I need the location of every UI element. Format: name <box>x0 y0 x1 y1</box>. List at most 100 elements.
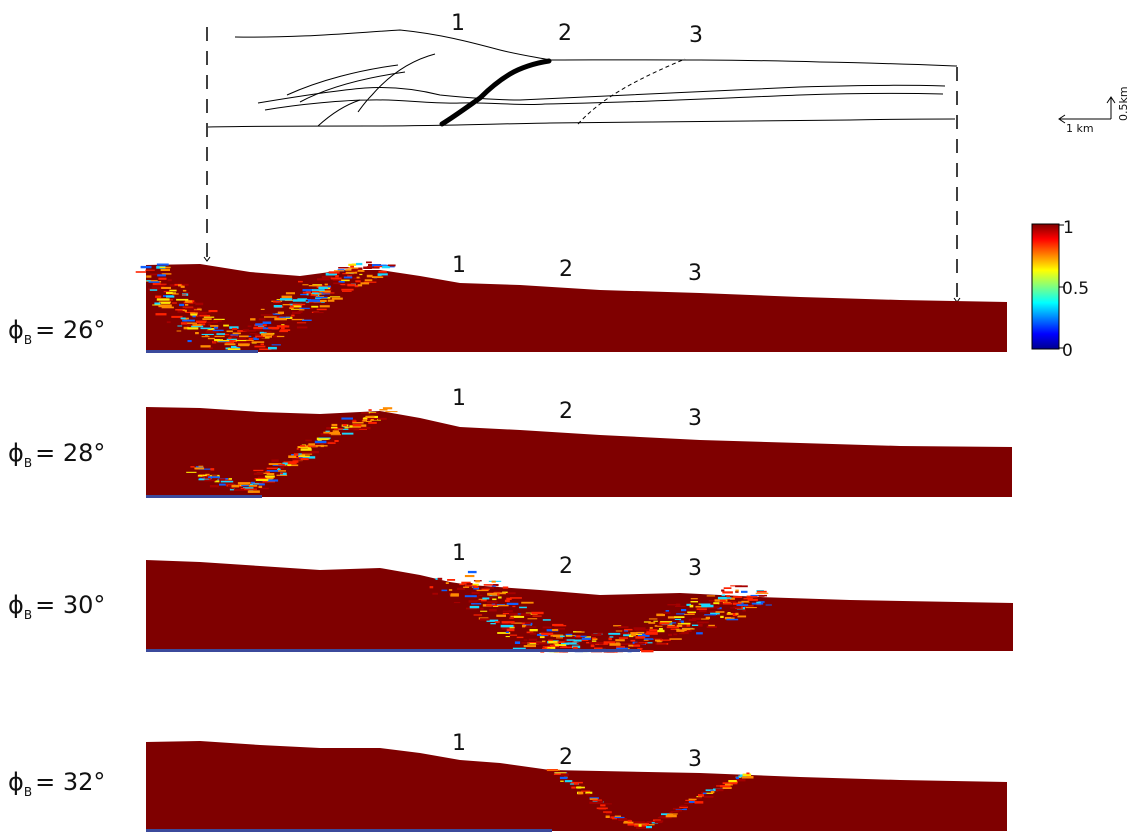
failure-streak <box>378 270 387 273</box>
failure-streak <box>517 613 523 615</box>
failure-streak <box>198 311 211 314</box>
failure-streak <box>644 822 650 825</box>
failure-streak <box>359 273 363 276</box>
failure-streak <box>318 289 325 293</box>
failure-streak <box>586 793 591 796</box>
failure-streak <box>737 615 747 618</box>
failure-streak <box>311 305 319 308</box>
caption-phi-subscript: B <box>24 333 32 347</box>
scale-bar-vertical-label: 0.5km <box>1117 86 1130 121</box>
failure-streak <box>429 586 434 589</box>
failure-streak <box>276 474 288 476</box>
failure-streak <box>283 461 297 463</box>
failure-streak <box>277 468 281 470</box>
failure-streak <box>165 267 170 269</box>
failure-streak <box>316 308 327 311</box>
panel-marker-2: 2 <box>559 745 573 770</box>
failure-streak <box>302 292 310 294</box>
failure-streak <box>332 430 339 432</box>
failure-streak <box>218 478 226 481</box>
failure-streak <box>268 463 282 465</box>
failure-streak <box>633 627 646 630</box>
failure-streak <box>681 625 688 628</box>
failure-streak <box>600 804 606 807</box>
failure-streak <box>356 262 363 266</box>
failure-streak <box>327 442 336 444</box>
failure-streak <box>254 486 259 488</box>
failure-streak <box>670 628 676 630</box>
failure-streak <box>435 578 440 580</box>
failure-streak <box>646 631 658 634</box>
failure-streak <box>758 595 765 597</box>
failure-streak <box>612 817 617 820</box>
failure-streak <box>656 613 665 617</box>
failure-streak <box>486 604 497 607</box>
failure-streak <box>447 579 456 581</box>
failure-streak <box>253 329 263 331</box>
failure-streak <box>476 599 482 602</box>
failure-streak <box>481 588 489 591</box>
failure-streak <box>329 296 341 298</box>
failure-streak <box>300 457 309 461</box>
failure-streak <box>745 607 757 609</box>
failure-streak <box>177 311 185 313</box>
failure-streak <box>653 819 661 822</box>
sketch-thrust-sheet <box>357 53 436 113</box>
failure-streak <box>319 305 330 308</box>
failure-streak <box>741 600 749 603</box>
failure-streak <box>689 604 694 608</box>
failure-streak <box>135 271 146 273</box>
failure-streak <box>320 433 331 436</box>
failure-streak <box>691 797 702 799</box>
failure-streak <box>736 604 749 606</box>
failure-streak <box>730 781 738 785</box>
failure-streak <box>671 622 677 624</box>
failure-streak <box>210 468 215 471</box>
failure-streak <box>382 407 393 410</box>
failure-streak <box>245 339 254 341</box>
failure-streak <box>698 624 703 627</box>
failure-streak <box>227 348 241 351</box>
failure-streak <box>154 302 161 305</box>
failure-streak <box>592 799 602 801</box>
failure-streak <box>657 817 663 819</box>
failure-streak <box>327 299 335 302</box>
failure-streak <box>684 613 695 615</box>
failure-streak <box>179 303 185 307</box>
failure-streak <box>299 307 310 309</box>
failure-streak <box>176 330 182 332</box>
failure-streak <box>496 614 506 617</box>
failure-streak <box>636 826 649 829</box>
colorbar-min-label: 0 <box>1062 341 1073 361</box>
failure-streak <box>195 332 199 335</box>
failure-streak <box>632 644 641 647</box>
failure-streak <box>478 599 487 602</box>
failure-streak <box>327 285 331 288</box>
failure-streak <box>502 591 508 593</box>
failure-streak <box>757 590 767 593</box>
failure-streak <box>190 466 195 468</box>
failure-streak <box>264 477 274 479</box>
failure-streak <box>681 609 687 612</box>
failure-streak <box>273 335 281 338</box>
failure-streak <box>461 581 471 585</box>
failure-streak <box>324 283 328 286</box>
failure-streak <box>512 647 526 650</box>
failure-streak <box>743 597 753 600</box>
cross-section-sketch <box>207 29 958 128</box>
panel-field <box>146 560 1013 651</box>
failure-streak <box>679 806 688 808</box>
failure-streak <box>634 823 647 825</box>
failure-streak <box>311 289 325 291</box>
failure-streak <box>190 313 198 316</box>
failure-streak <box>687 611 696 614</box>
failure-streak <box>456 587 466 590</box>
failure-streak <box>471 591 480 595</box>
failure-streak <box>237 482 251 485</box>
failure-streak <box>523 645 536 648</box>
failure-streak <box>198 468 211 470</box>
failure-streak <box>756 601 761 604</box>
failure-streak <box>497 604 509 607</box>
failure-streak <box>487 601 498 604</box>
